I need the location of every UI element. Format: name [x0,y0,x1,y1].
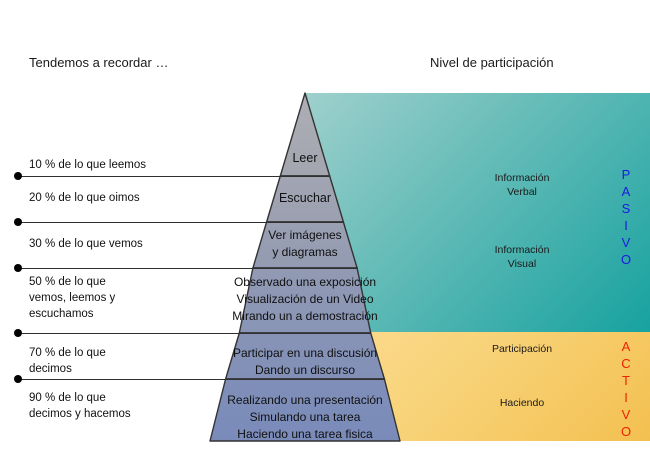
header-left-retention: Tendemos a recordar … [29,55,169,70]
axis-letter: O [620,252,632,267]
pyramid-level-text-1: Escuchar [278,191,332,205]
retention-label-0: 10 % de lo que leemos [29,159,146,171]
participation-label-visual: Información Visual [494,244,550,270]
axis-letter: A [621,184,631,199]
leader-line-3 [18,333,371,334]
leader-line-4 [18,379,385,380]
leader-line-0 [18,176,330,177]
leader-dot-3 [14,329,22,337]
axis-letter: V [621,235,631,250]
axis-letter: T [622,373,630,388]
pyramid-level-text-0: Leer [292,151,318,165]
pyramid-level-text-5: Realizando una presentación Simulando un… [227,393,383,441]
leader-dot-0 [14,172,22,180]
participation-label-verbal: Información Verbal [494,172,550,198]
axis-letter: I [624,390,628,405]
leader-dot-2 [14,264,22,272]
header-right-participation: Nivel de participación [430,55,554,70]
axis-letter: C [621,356,631,371]
retention-label-1: 20 % de lo que oimos [29,192,140,204]
retention-label-2: 30 % de lo que vemos [29,238,143,250]
pyramid-level-text-3: Observado una exposición Visualización d… [232,275,378,323]
leader-dot-1 [14,218,22,226]
axis-letter: I [624,218,628,233]
axis-letter: V [621,407,631,422]
axis-letter: P [621,167,631,182]
retention-label-5: 90 % de lo que decimos y hacemos [29,392,131,420]
participation-label-participacion: Participación [491,343,553,355]
leader-line-1 [18,222,344,223]
pyramid-level-text-4: Participar en una discusión Dando un dis… [232,346,378,377]
retention-label-4: 70 % de lo que decimos [29,347,106,375]
leader-dot-4 [14,375,22,383]
pyramid-level-text-2: Ver imágenes y diagramas [268,228,342,259]
axis-letter: O [620,424,632,439]
axis-letter: A [621,339,631,354]
axis-letter: S [621,201,631,216]
leader-line-2 [18,268,358,269]
retention-label-3: 50 % de lo que vemos, leemos y escuchamo… [29,276,116,320]
participation-label-haciendo: Haciendo [499,397,545,409]
